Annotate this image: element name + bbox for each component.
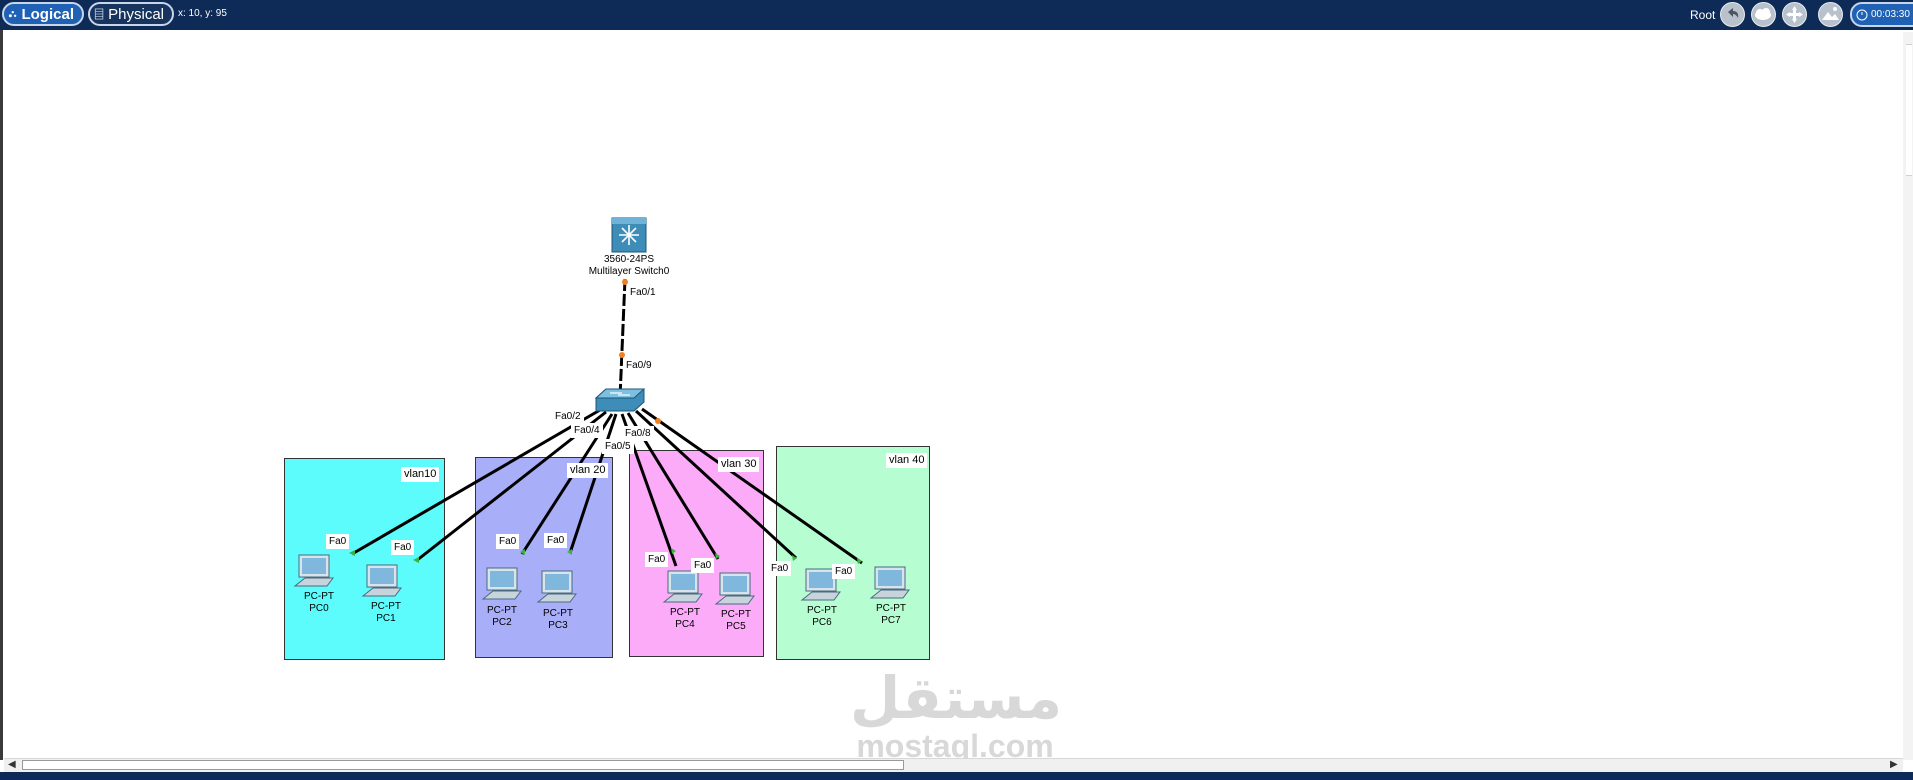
pc-port-label: Fa0 (391, 540, 415, 555)
link-status-light (349, 550, 355, 556)
pc-icon-pc4[interactable] (662, 570, 703, 603)
pc-icon-pc0[interactable] (293, 554, 334, 587)
pc-name-label: PC2 (492, 617, 512, 628)
multilayer-switch-icon[interactable] (611, 217, 647, 253)
pc-name-label: PC6 (812, 617, 832, 628)
multilayer-switch-name: Multilayer Switch0 (588, 266, 670, 277)
pc-icon-pc7[interactable] (869, 566, 910, 599)
logical-view-button[interactable]: Logical (2, 2, 84, 26)
link-status-light (413, 557, 419, 563)
pc-port-label: Fa0 (768, 561, 792, 576)
logical-topology-icon (8, 11, 17, 18)
rack-icon (94, 8, 104, 20)
link-status-light (622, 279, 628, 285)
pc-icon-pc6[interactable] (800, 568, 841, 601)
port-label: Fa0/1 (627, 285, 659, 300)
physical-view-label: Physical (108, 5, 164, 23)
background-image-icon[interactable] (1818, 2, 1843, 27)
pc-type-label: PC-PT (670, 607, 700, 618)
vlan-label: vlan 20 (567, 463, 609, 478)
pc-port-label: Fa0 (496, 534, 520, 549)
pc-name-label: PC5 (726, 621, 746, 632)
pc-type-label: PC-PT (543, 608, 573, 619)
pc-icon-pc3[interactable] (536, 570, 577, 603)
horizontal-scroll-thumb[interactable] (22, 760, 904, 770)
vlan-area-20[interactable] (475, 457, 613, 658)
port-label: Fa0/9 (623, 358, 655, 373)
link-status-light (567, 549, 572, 555)
port-label: Fa0/8 (622, 426, 654, 441)
pc-name-label: PC1 (376, 613, 396, 624)
pc-type-label: PC-PT (721, 609, 751, 620)
physical-view-button[interactable]: Physical (88, 2, 174, 26)
pc-type-label: PC-PT (807, 605, 837, 616)
cloud-icon[interactable] (1751, 2, 1776, 27)
pc-type-label: PC-PT (371, 601, 401, 612)
top-toolbar: Logical Physical x: 10, y: 95 Root 00:03… (0, 0, 1913, 30)
pc-name-label: PC0 (309, 603, 329, 614)
link-status-light (715, 553, 720, 559)
link-status-light (857, 558, 862, 564)
link-status-light (792, 555, 797, 561)
bottom-toolbar-edge (0, 772, 1913, 780)
link-pc6[interactable] (634, 409, 798, 560)
pc-port-label: Fa0 (832, 564, 856, 579)
vertical-scroll-thumb[interactable] (1906, 44, 1912, 176)
pc-icon-pc5[interactable] (714, 572, 755, 605)
port-label: Fa0/5 (602, 439, 634, 454)
link-status-light (671, 548, 676, 554)
timer-value: 00:03:30 (1871, 9, 1910, 20)
access-switch-icon[interactable] (594, 388, 646, 412)
pc-port-label: Fa0 (326, 534, 350, 549)
link-status-light (619, 352, 625, 358)
move-icon[interactable] (1782, 2, 1807, 27)
link-status-light (655, 418, 661, 424)
pc-port-label: Fa0 (544, 533, 568, 548)
link-status-light (520, 549, 525, 555)
pc-name-label: PC7 (881, 615, 901, 626)
scroll-left-arrow-icon[interactable]: ◀ (8, 759, 16, 770)
pc-type-label: PC-PT (487, 605, 517, 616)
vlan-label: vlan10 (401, 467, 440, 482)
back-icon[interactable] (1720, 2, 1745, 27)
pc-port-label: Fa0 (691, 558, 715, 573)
pc-icon-pc1[interactable] (361, 564, 402, 597)
clock-icon (1856, 9, 1868, 20)
multilayer-switch-model: 3560-24PS (603, 254, 655, 265)
link-pc7[interactable] (641, 407, 863, 565)
watermark-arabic: مستقل (850, 664, 1063, 732)
logical-view-label: Logical (21, 5, 74, 23)
watermark-logo: مستقل mostaql.com (850, 664, 1063, 764)
scroll-right-arrow-icon[interactable]: ▶ (1890, 759, 1898, 770)
port-label: Fa0/4 (571, 423, 603, 438)
pc-name-label: PC3 (548, 620, 568, 631)
vlan-label: vlan 40 (886, 453, 928, 468)
cursor-coordinates: x: 10, y: 95 (178, 8, 227, 19)
pc-name-label: PC4 (675, 619, 695, 630)
pc-type-label: PC-PT (876, 603, 906, 614)
link-pc0[interactable] (351, 408, 601, 556)
pc-type-label: PC-PT (304, 591, 334, 602)
pc-port-label: Fa0 (645, 552, 669, 567)
root-label: Root (1690, 8, 1716, 22)
vlan-area-40[interactable] (776, 446, 930, 660)
vlan-label: vlan 30 (718, 457, 760, 472)
pc-icon-pc2[interactable] (481, 567, 522, 600)
port-label: Fa0/2 (552, 409, 584, 424)
simulation-timer[interactable]: 00:03:30 (1850, 2, 1913, 27)
vertical-scrollbar[interactable] (1903, 32, 1913, 760)
link-pc3[interactable] (568, 413, 618, 554)
trunk-link[interactable] (618, 278, 627, 399)
